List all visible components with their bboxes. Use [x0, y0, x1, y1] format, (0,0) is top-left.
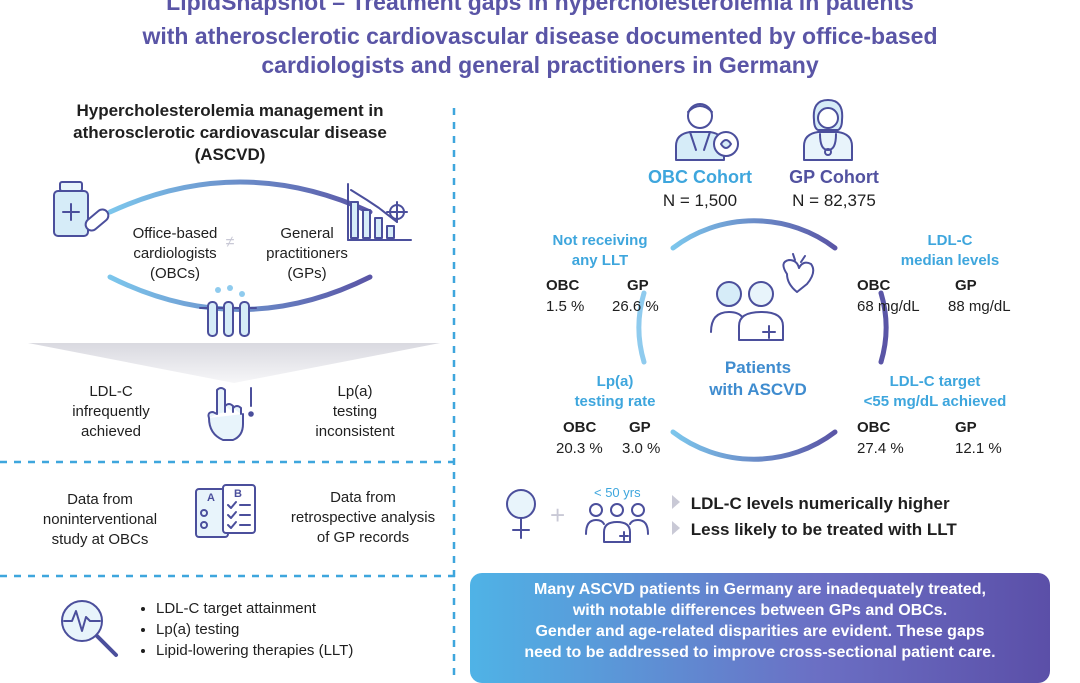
patients-heart-icon — [707, 252, 817, 344]
female-symbol-icon — [500, 486, 542, 542]
ldl-target-gp-value: 12.1 % — [955, 439, 1002, 459]
group-icon — [584, 500, 650, 544]
finding-arrow-icon — [672, 521, 680, 535]
lab-tubes-icon — [196, 284, 260, 342]
medicine-bottle-icon — [50, 180, 112, 242]
ldl-target-gp-label: GP — [955, 418, 977, 438]
ldl-target-obc-label: OBC — [857, 418, 890, 438]
lpa-gp-label: GP — [629, 418, 651, 438]
issue-lpa: Lp(a) testing inconsistent — [300, 382, 410, 442]
focus-item-lpa: Lp(a) testing — [156, 619, 440, 640]
finding-llt: Less likely to be treated with LLT — [672, 519, 957, 541]
funnel-shape — [28, 343, 440, 385]
left-heading: Hypercholesterolemia management in ather… — [30, 100, 430, 166]
no-llt-heading: Not receiving any LLT — [520, 231, 680, 271]
no-llt-obc-value: 1.5 % — [546, 297, 584, 317]
ldl-target-obc-value: 27.4 % — [857, 439, 904, 459]
conclusion-line-1: Many ASCVD patients in Germany are inade… — [470, 579, 1050, 600]
conclusion-line-2: with notable differences between GPs and… — [470, 600, 1050, 621]
plus-sign: + — [550, 500, 565, 531]
age-label: < 50 yrs — [594, 485, 641, 500]
lpa-obc-label: OBC — [563, 418, 596, 438]
ldl-median-obc-value: 68 mg/dL — [857, 297, 920, 317]
conclusion-line-3: Gender and age-related disparities are e… — [470, 621, 1050, 642]
center-label: Patients with ASCVD — [688, 357, 828, 401]
focus-list: LDL-C target attainment Lp(a) testing Li… — [140, 598, 440, 661]
finding-ldl: LDL-C levels numerically higher — [672, 493, 950, 515]
ldl-median-gp-value: 88 mg/dL — [948, 297, 1011, 317]
ldl-median-gp-label: GP — [955, 276, 977, 296]
no-llt-gp-value: 26.6 % — [612, 297, 659, 317]
obc-label: Office-based cardiologists (OBCs) — [112, 224, 238, 284]
conclusion-line-4: need to be addressed to improve cross-se… — [470, 642, 1050, 663]
lpa-heading: Lp(a) testing rate — [540, 372, 690, 412]
data-source-gp: Data from retrospective analysis of GP r… — [288, 488, 438, 548]
data-source-obc: Data from noninterventional study at OBC… — [30, 490, 170, 550]
hand-exclamation-icon — [203, 384, 259, 446]
checklist-label-a: A — [207, 492, 215, 504]
ldl-median-heading: LDL-C median levels — [880, 231, 1020, 271]
not-equal-sign: ≠ — [220, 234, 240, 252]
focus-item-ldl: LDL-C target attainment — [156, 598, 440, 619]
issue-ldl: LDL-C infrequently achieved — [56, 382, 166, 442]
male-doctor-icon — [670, 98, 742, 164]
gp-cohort-label: GP Cohort — [764, 166, 904, 188]
female-doctor-icon — [798, 96, 858, 164]
finding-arrow-icon — [672, 495, 680, 509]
obc-cohort-label: OBC Cohort — [630, 166, 770, 188]
lpa-obc-value: 20.3 % — [556, 439, 603, 459]
ldl-median-obc-label: OBC — [857, 276, 890, 296]
checklist-label-b: B — [234, 488, 242, 500]
ldl-target-heading: LDL-C target <55 mg/dL achieved — [845, 372, 1025, 412]
gp-label: General practitioners (GPs) — [242, 224, 372, 284]
lpa-gp-value: 3.0 % — [622, 439, 660, 459]
conclusion-box: Many ASCVD patients in Germany are inade… — [470, 573, 1050, 683]
focus-item-llt: Lipid-lowering therapies (LLT) — [156, 640, 440, 661]
checklist-icon: A B — [193, 483, 263, 545]
no-llt-obc-label: OBC — [546, 276, 579, 296]
magnifier-pulse-icon — [56, 595, 122, 661]
no-llt-gp-label: GP — [627, 276, 649, 296]
